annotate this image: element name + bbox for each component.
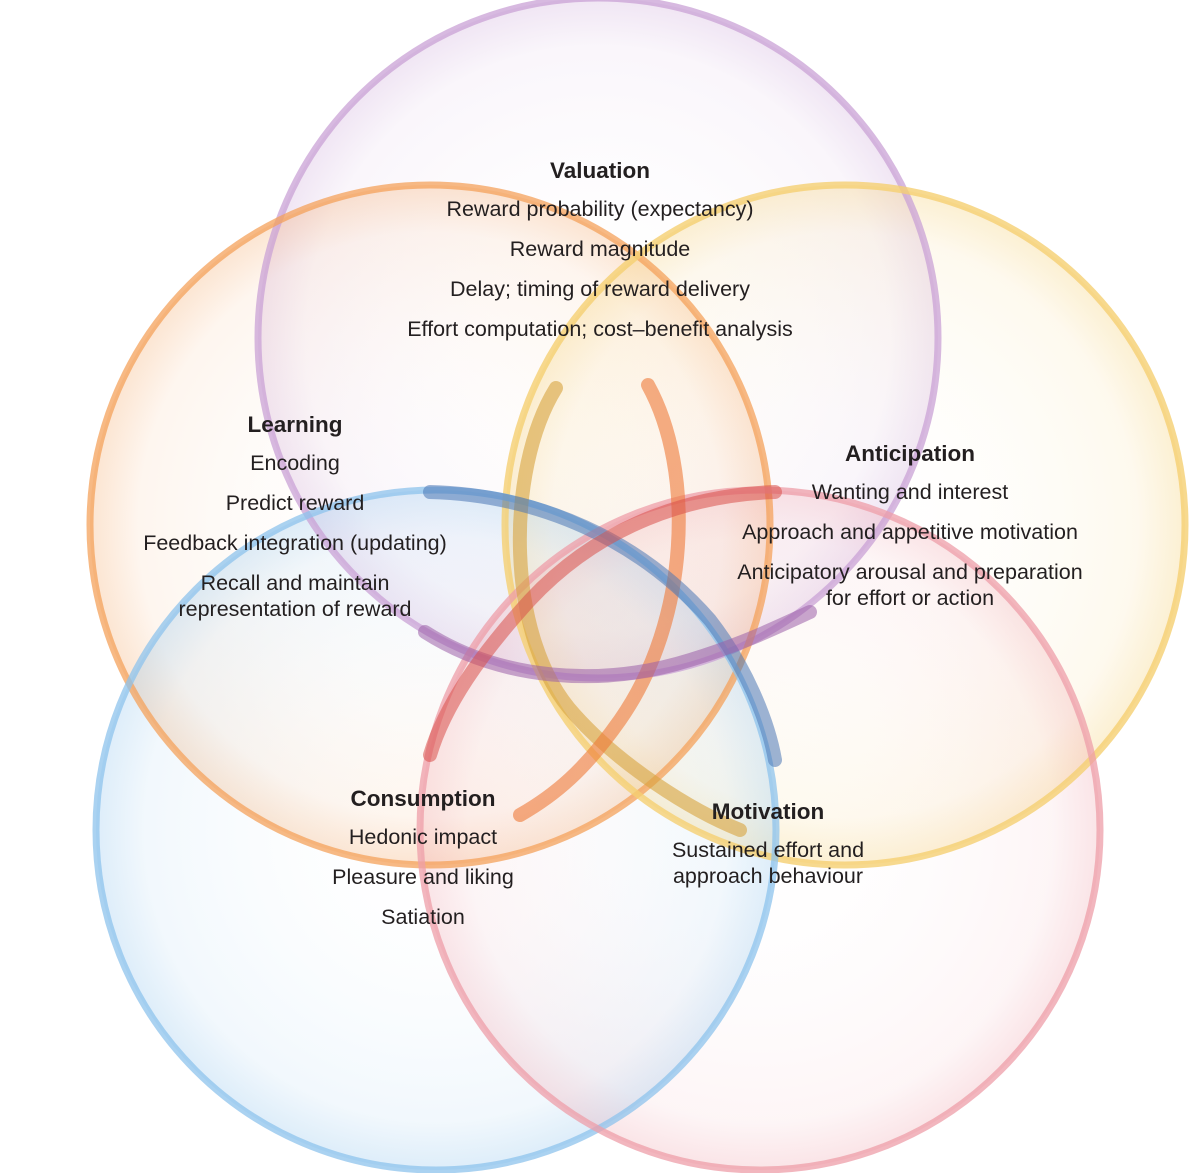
- motivation-title: Motivation: [711, 799, 825, 824]
- learning-item: Recall and maintain representation of re…: [70, 570, 520, 622]
- anticipation-item: Approach and appetitive motivation: [742, 520, 1078, 544]
- consumption-item: Hedonic impact: [348, 825, 498, 849]
- valuation-title: Valuation: [549, 158, 651, 183]
- consumption-item: Satiation: [381, 905, 465, 929]
- learning-item-line: representation of reward: [178, 597, 412, 621]
- valuation-block: Valuation Reward probability (expectancy…: [300, 157, 900, 356]
- anticipation-item-line: for effort or action: [825, 586, 995, 610]
- circle-motivation-fill: [420, 490, 1100, 1170]
- consumption-block: Consumption Hedonic impact Pleasure and …: [248, 785, 598, 944]
- valuation-item: Effort computation; cost–benefit analysi…: [407, 317, 793, 341]
- circle-learning-outline: [86, 181, 774, 869]
- learning-block: Learning Encoding Predict reward Feedbac…: [70, 411, 520, 635]
- arc-red: [423, 485, 782, 762]
- anticipation-item: Wanting and interest: [811, 480, 1009, 504]
- arc-gold: [512, 381, 747, 837]
- valuation-item: Reward magnitude: [509, 237, 691, 261]
- anticipation-item: Anticipatory arousal and preparation for…: [680, 559, 1140, 611]
- motivation-item: Sustained effort and approach behaviour: [590, 837, 946, 889]
- consumption-title: Consumption: [350, 786, 496, 811]
- learning-item: Feedback integration (updating): [143, 531, 447, 555]
- learning-title: Learning: [247, 412, 343, 437]
- learning-item-line: Recall and maintain: [200, 571, 390, 595]
- anticipation-title: Anticipation: [845, 441, 975, 466]
- motivation-item-line: Sustained effort and: [671, 838, 865, 862]
- learning-item: Predict reward: [225, 491, 365, 515]
- arc-blue: [423, 485, 782, 767]
- anticipation-block: Anticipation Wanting and interest Approa…: [680, 440, 1140, 624]
- consumption-item: Pleasure and liking: [332, 865, 514, 889]
- motivation-item-line: approach behaviour: [672, 864, 864, 888]
- circle-anticipation-outline: [501, 181, 1189, 869]
- anticipation-item-line: Anticipatory arousal and preparation: [737, 560, 1083, 584]
- valuation-item: Reward probability (expectancy): [446, 197, 754, 221]
- arc-purple: [418, 605, 817, 684]
- learning-item: Encoding: [250, 451, 340, 475]
- motivation-block: Motivation Sustained effort and approach…: [590, 798, 946, 902]
- valuation-item: Delay; timing of reward delivery: [450, 277, 750, 301]
